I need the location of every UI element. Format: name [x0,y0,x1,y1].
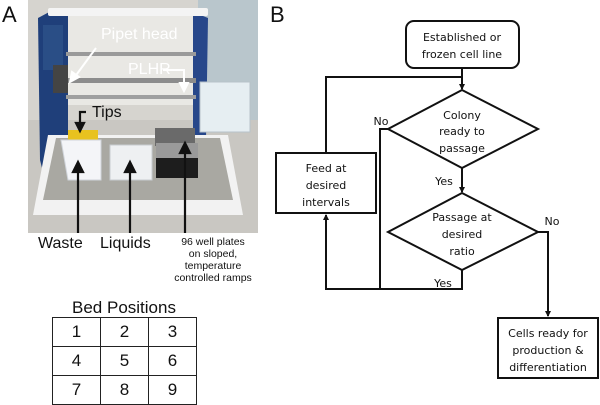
feed-text-1: Feed at [306,162,347,175]
decision2-no-label: No [545,215,560,228]
waste-bin [60,139,102,181]
plhr-rack [199,81,251,133]
bed-cell: 6 [148,346,197,376]
pipet-head [43,25,63,70]
plates-line-2: on sloped, [188,248,238,261]
decision1-text-2: ready to [439,125,485,138]
end-text-2: production & [512,344,584,357]
annotation-tips: Tips [92,104,122,121]
bed-cell: 8 [100,375,149,405]
bed-cell: 3 [148,317,197,347]
bed-cell: 9 [148,375,197,405]
decision2-text-2: desired [442,228,483,241]
bed-positions-table: 1 2 3 4 5 6 7 8 9 [52,317,197,405]
feed-text-3: intervals [302,196,350,209]
bed-positions-title: Bed Positions [72,298,176,317]
feed-text-2: desired [306,179,347,192]
annotation-waste: Waste [38,235,83,252]
panel-b-label: B [270,2,285,27]
tips-box [68,130,98,142]
annotation-pipet-head: Pipet head [101,26,178,43]
decision1-text-3: passage [439,142,485,155]
panel-a-label: A [2,2,17,27]
plates-line-1: 96 well plates [181,236,245,248]
end-text-3: differentiation [509,361,587,374]
connector-feed-to-loop [325,76,462,153]
robot-back-panel [48,10,203,105]
bed-row: 4 5 6 [52,346,197,376]
annotation-liquids: Liquids [100,235,151,252]
decision2-text-1: Passage at [432,211,492,224]
annotation-96-well-plates: 96 well plates on sloped, temperature co… [163,236,263,284]
end-box [497,317,599,379]
end-text-1: Cells ready for [508,327,588,340]
start-text-1: Established or [423,31,502,44]
bed-row: 1 2 3 [52,317,197,347]
plates-line-4: controlled ramps [174,272,252,285]
decision1-no-label: No [374,115,389,128]
decision1-text-1: Colony [443,109,481,122]
annotation-plhr: PLHR [128,61,171,78]
robot-photo-illustration [28,0,258,233]
bed-row: 7 8 9 [52,375,197,405]
bed-cell: 1 [52,317,101,347]
feed-box [275,152,377,214]
connector-decision1-no [379,128,388,289]
start-text-2: frozen cell line [422,48,502,61]
decision2-yes-label: Yes [433,277,452,290]
bed-cell: 4 [52,346,101,376]
connector-decision2-no [538,231,551,317]
decision2-text-3: ratio [449,245,475,258]
robot-photo [28,0,258,233]
plates-line-3: temperature [184,260,242,273]
decision1-yes-label: Yes [434,175,453,188]
connector-decision2-yes [323,214,463,290]
